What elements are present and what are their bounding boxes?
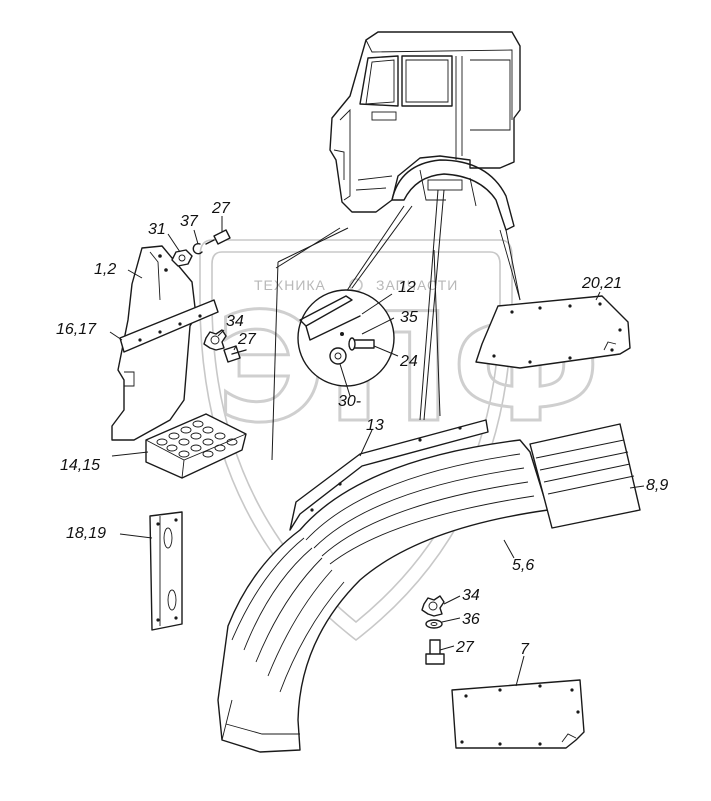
bolt-27-icon [213, 229, 231, 245]
hardware-left [203, 329, 247, 363]
label-18-19: 18,19 [66, 525, 106, 542]
part-14-15-step [145, 413, 247, 479]
part-7-plate [451, 679, 585, 749]
label-14-15: 14,15 [60, 457, 100, 474]
watermark-line2: ЗАПЧАСТИ [376, 277, 458, 293]
part-18-19-bracket [149, 511, 183, 631]
hardware-right [421, 595, 445, 665]
part-13-rail [289, 419, 489, 531]
label-27-top: 27 [211, 200, 231, 217]
label-34-right: 34 [462, 587, 480, 604]
part-16-17-strip [119, 299, 219, 353]
label-12: 12 [398, 279, 416, 296]
nut-31-icon [171, 249, 193, 267]
hardware-top-left [171, 229, 231, 267]
part-20-21-plate [475, 295, 631, 369]
label-1-2: 1,2 [94, 261, 116, 278]
label-30: 30- [338, 393, 361, 410]
washer-34-right-icon [421, 595, 445, 617]
leader-lines [109, 216, 645, 687]
label-8-9: 8,9 [646, 477, 668, 494]
label-34-left: 34 [226, 313, 244, 330]
label-27-right: 27 [455, 639, 475, 656]
watermark-line1: ТЕХНИКА [254, 277, 326, 293]
label-5-6: 5,6 [512, 557, 534, 574]
nut-30-icon [329, 347, 347, 365]
truck-cab [329, 31, 521, 301]
step-holes [156, 420, 238, 458]
label-35: 35 [400, 309, 418, 326]
label-37: 37 [180, 213, 199, 230]
washer-34-icon [203, 329, 227, 351]
label-31: 31 [148, 221, 166, 238]
label-24: 24 [399, 353, 418, 370]
washer-36-icon [425, 619, 443, 629]
part-5-6-fender [217, 439, 549, 753]
label-36: 36 [462, 611, 480, 628]
label-7: 7 [520, 641, 530, 658]
label-27-left: 27 [237, 331, 257, 348]
detail-circle [297, 289, 395, 387]
part-8-9-extension [529, 423, 641, 529]
callout-labels: 27 31 37 1,2 16,17 34 27 14,15 18,19 12 … [56, 200, 668, 658]
label-13: 13 [366, 417, 384, 434]
label-20-21: 20,21 [581, 275, 622, 292]
label-16-17: 16,17 [56, 321, 97, 338]
guide-lines [271, 189, 521, 461]
